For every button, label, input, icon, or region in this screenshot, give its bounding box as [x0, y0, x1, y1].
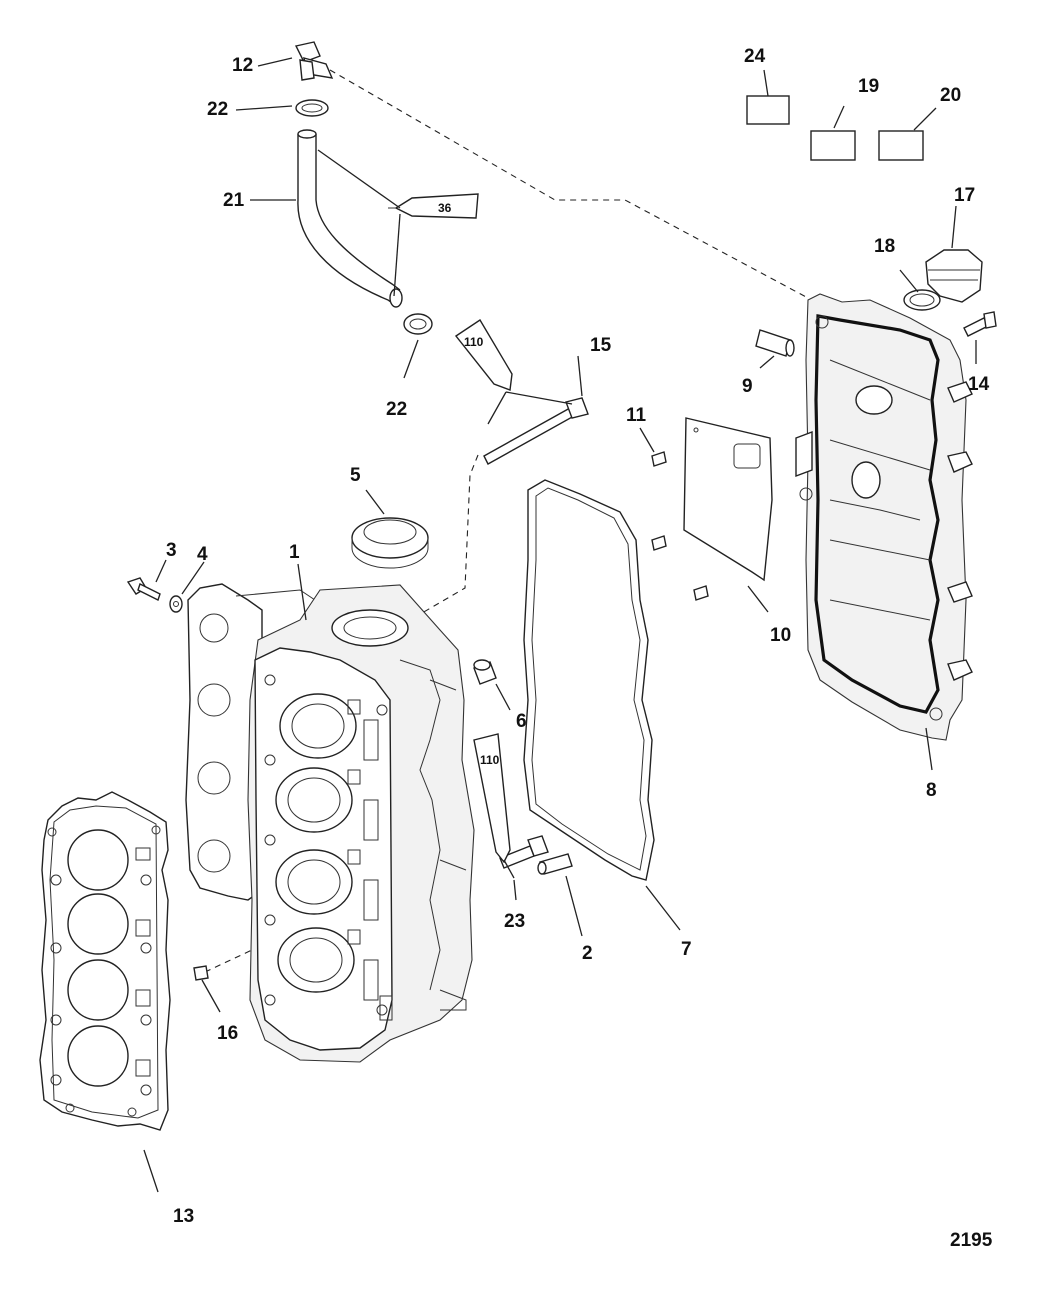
dowel-9	[755, 329, 795, 357]
bolt-23	[499, 835, 549, 869]
hose-clamp-bottom	[403, 313, 433, 335]
callout-23: 23	[504, 911, 525, 932]
callout-9: 9	[742, 376, 753, 397]
callout-labels: 12 22 21 22 15 11 10 9 14 17 18 19 20 24…	[166, 46, 990, 1227]
dowel-pin	[473, 659, 497, 685]
pin	[537, 853, 573, 875]
callout-19: 19	[858, 76, 879, 97]
callout-1: 1	[289, 542, 300, 563]
callout-21: 21	[223, 190, 245, 211]
tube-label-110-top: 110	[464, 335, 484, 349]
decal-boxes	[746, 95, 924, 161]
callout-16: 16	[217, 1023, 238, 1044]
sealant-tube-110-top	[454, 319, 573, 425]
tube-label-110-bottom: 110	[480, 753, 500, 767]
cylinder-head	[185, 583, 475, 1063]
callout-11: 11	[626, 405, 647, 426]
callout-13: 13	[173, 1206, 194, 1227]
callout-3: 3	[166, 540, 177, 561]
valve-cover-gasket	[523, 479, 655, 881]
sealant-tube-36	[317, 149, 479, 297]
callout-22-top: 22	[207, 99, 228, 120]
callout-22-bottom: 22	[386, 399, 407, 420]
dashed-reference-lines	[204, 69, 809, 973]
figure-number: 2195	[950, 1230, 993, 1251]
bolt-and-washer	[126, 577, 183, 613]
callout-8: 8	[926, 780, 937, 801]
fill-cap	[903, 249, 983, 311]
sealant-tube-110-bottom	[473, 733, 515, 879]
callout-14: 14	[968, 374, 990, 395]
callout-2: 2	[582, 943, 593, 964]
cover-plate	[683, 417, 773, 582]
callout-6: 6	[516, 711, 527, 732]
tube-labels: 36 110 110	[438, 201, 500, 767]
callout-10: 10	[770, 625, 791, 646]
callout-7: 7	[681, 939, 692, 960]
callout-12: 12	[232, 55, 253, 76]
hose	[297, 129, 403, 308]
hose-clamp-top	[295, 99, 329, 117]
callout-4: 4	[197, 544, 208, 565]
valve-cover	[795, 293, 973, 741]
callout-18: 18	[874, 236, 895, 257]
callout-24: 24	[744, 46, 766, 67]
long-bolt	[483, 397, 589, 465]
callout-17: 17	[954, 185, 975, 206]
screws	[651, 451, 709, 601]
head-gasket	[39, 791, 171, 1131]
callout-15: 15	[590, 335, 612, 356]
callout-20: 20	[940, 85, 961, 106]
tube-label-36: 36	[438, 201, 452, 215]
screw-14	[963, 311, 997, 337]
seal-ring	[351, 517, 429, 569]
leader-lines	[143, 57, 977, 1193]
dowel-pin-small	[193, 965, 209, 981]
elbow-fitting	[294, 41, 334, 81]
callout-5: 5	[350, 465, 361, 486]
